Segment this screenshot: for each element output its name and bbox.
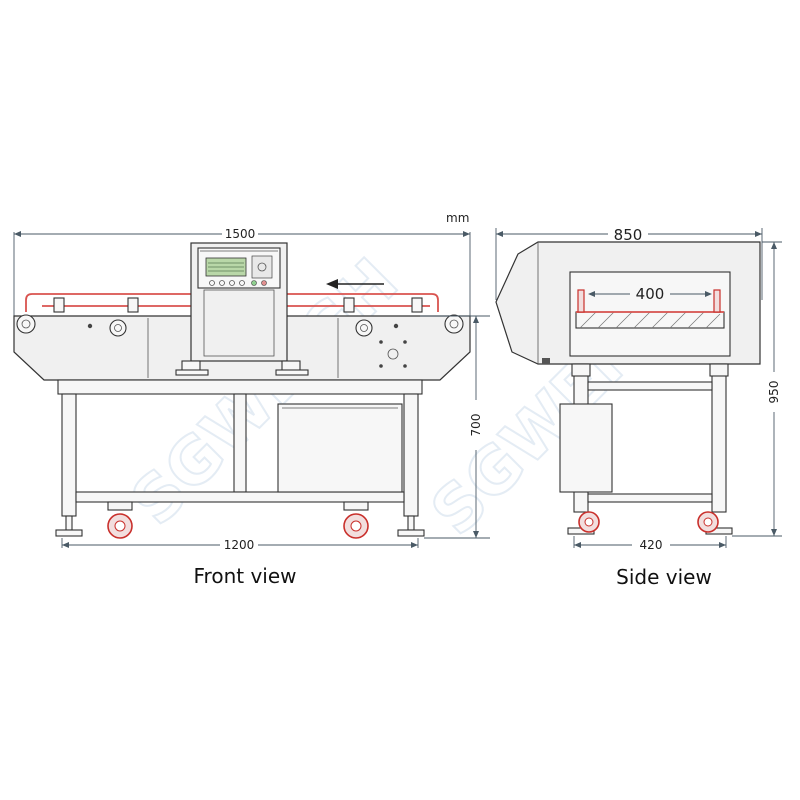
flow-direction-arrow [326, 279, 384, 289]
side-base-dimension: 420 [573, 536, 727, 552]
front-view: 1500 [13, 227, 490, 588]
front-view-caption: Front view [194, 564, 297, 588]
detector-aperture [203, 289, 275, 357]
front-width-dimension: 1500 [13, 227, 471, 322]
frame-bottom-rail [75, 491, 405, 503]
front-width-label: 1500 [225, 227, 256, 241]
side-aperture-label: 400 [636, 285, 665, 303]
side-depth-dimension: 850 [495, 226, 763, 300]
side-height-dimension: 950 [732, 241, 782, 537]
side-height-label: 950 [767, 381, 781, 404]
adjust-knob-right [355, 319, 373, 337]
cable-gland [387, 348, 399, 360]
side-guide-left [577, 289, 585, 313]
side-leg-right [711, 363, 727, 513]
detector-head [175, 242, 309, 376]
keypad [251, 255, 273, 279]
front-height-dimension: 700 [420, 315, 490, 539]
side-view: 850 400 [495, 226, 782, 589]
unit-label: mm [446, 211, 469, 225]
front-roller-right [444, 314, 464, 334]
adjust-knob-left [109, 319, 127, 337]
side-aperture-dimension: 400 [588, 285, 712, 303]
side-view-caption: Side view [616, 565, 712, 589]
front-leg-span-dimension: 1200 [61, 538, 419, 552]
frame-top-rail [57, 379, 423, 395]
frame-leg-right [403, 393, 419, 517]
side-guide-right [713, 289, 721, 313]
front-leg-span-label: 1200 [224, 538, 255, 552]
side-electrical-cabinet [559, 403, 613, 493]
side-base-label: 420 [640, 538, 663, 552]
front-frame [55, 379, 425, 539]
electrical-cabinet [277, 403, 403, 493]
side-depth-label: 850 [614, 226, 643, 244]
frame-leg-left [61, 393, 77, 517]
front-roller-left [16, 314, 36, 334]
front-height-label: 700 [469, 414, 483, 437]
